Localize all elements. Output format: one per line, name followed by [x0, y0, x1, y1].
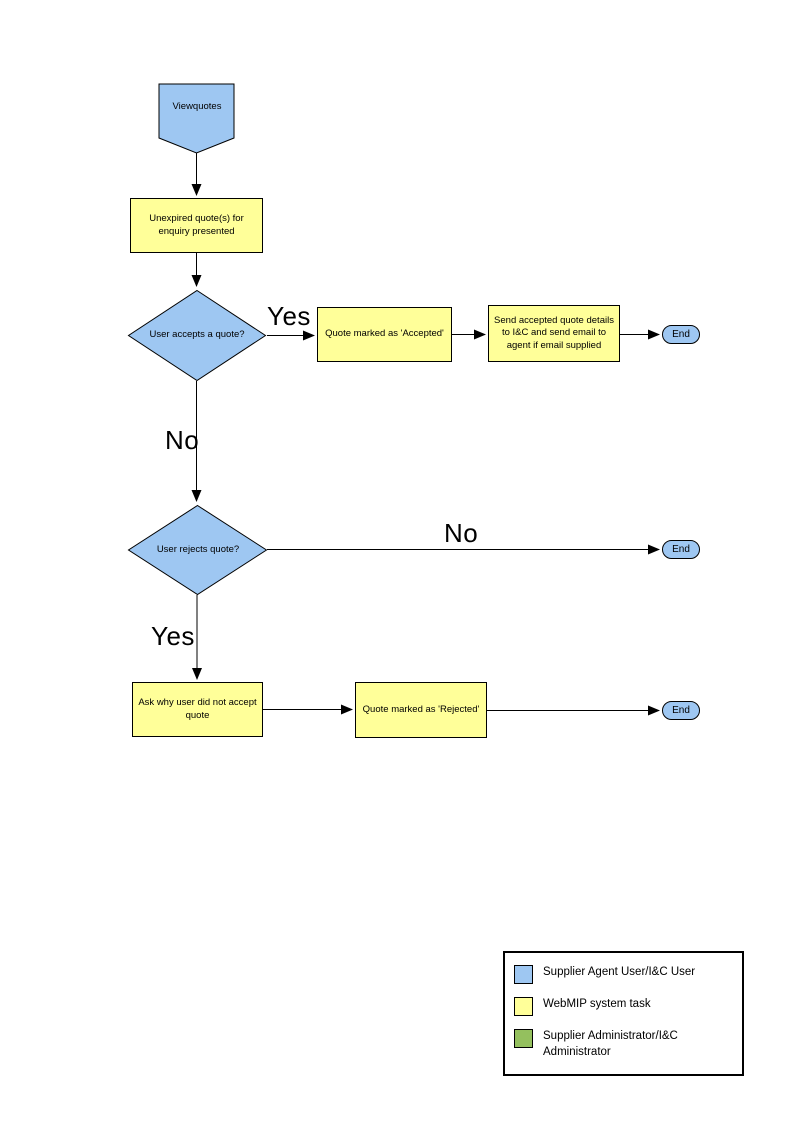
decision-reject-shape — [127, 504, 268, 596]
legend-label-supplier-agent-user: Supplier Agent User/I&C User — [543, 966, 696, 978]
edge-label-accept-no: No — [165, 425, 200, 455]
end-terminator-no-reject: End — [662, 540, 700, 559]
process-marked-accepted: Quote marked as 'Accepted' — [317, 307, 452, 362]
legend-item-supplier-administrator: Supplier Administrator/I&C Administrator — [514, 1029, 733, 1060]
process-ask-why: Ask why user did not accept quote — [132, 682, 263, 737]
edge-label-accept-yes: Yes — [267, 301, 311, 331]
legend-item-webmip-system-task: WebMIP system task — [514, 997, 733, 1016]
end-terminator-accept: End — [662, 325, 700, 344]
decision-accept-shape — [127, 289, 267, 382]
process-unexpired-quotes: Unexpired quote(s) for enquiry presented — [130, 198, 263, 253]
end-terminator-reject: End — [662, 701, 700, 720]
legend-label-webmip-system-task: WebMIP system task — [543, 998, 651, 1010]
legend-swatch-admin-green — [514, 1029, 533, 1048]
legend-item-supplier-agent-user: Supplier Agent User/I&C User — [514, 965, 733, 984]
legend-label-supplier-administrator: Supplier Administrator/I&C Administrator — [543, 1030, 678, 1058]
start-pentagon-shape — [158, 83, 235, 154]
process-send-details: Send accepted quote details to I&C and s… — [488, 305, 620, 362]
process-marked-rejected: Quote marked as 'Rejected' — [355, 682, 487, 738]
legend-box: Supplier Agent User/I&C User WebMIP syst… — [503, 951, 744, 1076]
legend-swatch-user-blue — [514, 965, 533, 984]
edge-label-reject-yes: Yes — [151, 621, 195, 651]
legend-swatch-system-yellow — [514, 997, 533, 1016]
decision-reject-label: User rejects quote? — [156, 543, 240, 555]
edge-label-reject-no: No — [444, 518, 479, 548]
decision-accept-label: User accepts a quote? — [149, 329, 245, 341]
start-node-label: Viewquotes — [172, 100, 222, 112]
